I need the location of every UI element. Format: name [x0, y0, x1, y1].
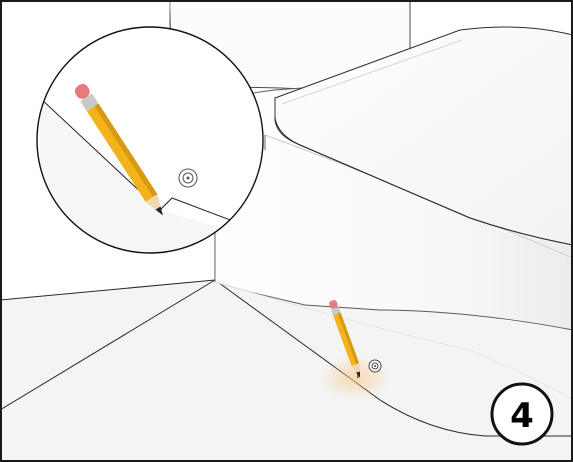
- screw-cap-icon: [369, 360, 381, 372]
- step-number: 4: [510, 396, 534, 436]
- step-number-badge: 4: [492, 384, 552, 444]
